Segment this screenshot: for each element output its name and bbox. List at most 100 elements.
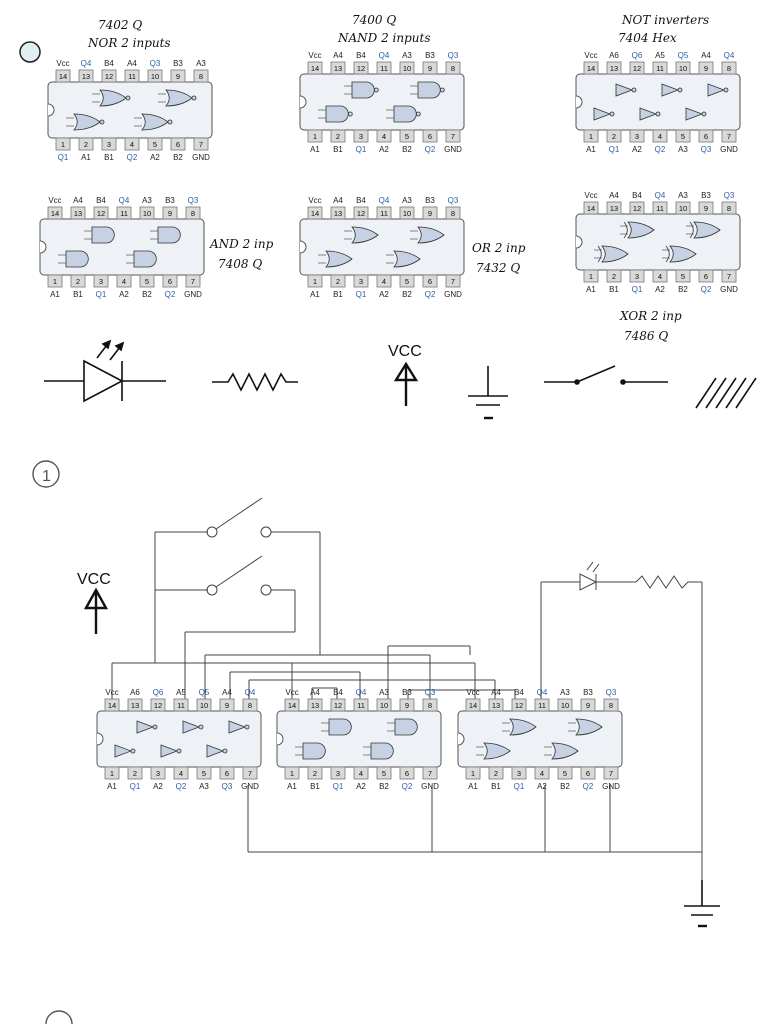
bottom-pin[interactable] xyxy=(78,137,94,151)
top-pin[interactable] xyxy=(422,61,438,75)
bottom-pin[interactable] xyxy=(583,269,599,283)
top-pin[interactable] xyxy=(675,201,691,215)
bottom-pin[interactable] xyxy=(399,274,415,288)
bottom-pin[interactable] xyxy=(488,766,504,780)
top-pin[interactable] xyxy=(376,206,392,220)
top-pin[interactable] xyxy=(399,61,415,75)
bottom-pin[interactable] xyxy=(150,766,166,780)
bottom-pin[interactable] xyxy=(353,274,369,288)
bottom-pin[interactable] xyxy=(242,766,258,780)
bottom-pin[interactable] xyxy=(445,274,461,288)
bottom-pin[interactable] xyxy=(557,766,573,780)
top-pin[interactable] xyxy=(675,61,691,75)
top-pin[interactable] xyxy=(162,206,178,220)
top-pin[interactable] xyxy=(330,206,346,220)
bottom-pin[interactable] xyxy=(603,766,619,780)
bottom-pin[interactable] xyxy=(422,129,438,143)
top-pin[interactable] xyxy=(399,698,415,712)
bottom-pin[interactable] xyxy=(307,766,323,780)
top-pin[interactable] xyxy=(721,201,737,215)
top-pin[interactable] xyxy=(353,698,369,712)
bottom-pin[interactable] xyxy=(721,129,737,143)
bottom-pin[interactable] xyxy=(104,766,120,780)
bottom-pin[interactable] xyxy=(675,269,691,283)
bottom-pin[interactable] xyxy=(652,269,668,283)
top-pin[interactable] xyxy=(47,206,63,220)
bottom-pin[interactable] xyxy=(583,129,599,143)
bottom-pin[interactable] xyxy=(376,129,392,143)
bottom-pin[interactable] xyxy=(185,274,201,288)
top-pin[interactable] xyxy=(376,698,392,712)
bottom-pin[interactable] xyxy=(284,766,300,780)
bottom-pin[interactable] xyxy=(147,137,163,151)
top-pin[interactable] xyxy=(124,69,140,83)
bottom-pin[interactable] xyxy=(196,766,212,780)
bottom-pin[interactable] xyxy=(330,129,346,143)
selector-circle[interactable] xyxy=(19,41,41,63)
bottom-pin[interactable] xyxy=(330,274,346,288)
top-pin[interactable] xyxy=(185,206,201,220)
top-pin[interactable] xyxy=(606,201,622,215)
top-pin[interactable] xyxy=(307,61,323,75)
top-pin[interactable] xyxy=(422,698,438,712)
top-pin[interactable] xyxy=(150,698,166,712)
top-pin[interactable] xyxy=(652,201,668,215)
bottom-pin[interactable] xyxy=(698,129,714,143)
bottom-pin[interactable] xyxy=(534,766,550,780)
bottom-pin[interactable] xyxy=(399,129,415,143)
bottom-pin[interactable] xyxy=(698,269,714,283)
bottom-pin[interactable] xyxy=(445,129,461,143)
bottom-pin[interactable] xyxy=(93,274,109,288)
top-pin[interactable] xyxy=(606,61,622,75)
bottom-pin[interactable] xyxy=(606,269,622,283)
top-pin[interactable] xyxy=(445,61,461,75)
top-pin[interactable] xyxy=(284,698,300,712)
bottom-pin[interactable] xyxy=(70,274,86,288)
top-pin[interactable] xyxy=(698,201,714,215)
bottom-pin[interactable] xyxy=(127,766,143,780)
top-pin[interactable] xyxy=(101,69,117,83)
top-pin[interactable] xyxy=(78,69,94,83)
top-pin[interactable] xyxy=(330,698,346,712)
bottom-pin[interactable] xyxy=(219,766,235,780)
top-pin[interactable] xyxy=(196,698,212,712)
top-pin[interactable] xyxy=(127,698,143,712)
bottom-pin[interactable] xyxy=(422,766,438,780)
bottom-pin[interactable] xyxy=(376,274,392,288)
bottom-pin[interactable] xyxy=(116,274,132,288)
top-pin[interactable] xyxy=(116,206,132,220)
top-pin[interactable] xyxy=(376,61,392,75)
top-pin[interactable] xyxy=(147,69,163,83)
bottom-pin[interactable] xyxy=(629,269,645,283)
top-pin[interactable] xyxy=(488,698,504,712)
top-pin[interactable] xyxy=(173,698,189,712)
top-pin[interactable] xyxy=(511,698,527,712)
top-pin[interactable] xyxy=(603,698,619,712)
top-pin[interactable] xyxy=(583,61,599,75)
bottom-pin[interactable] xyxy=(124,137,140,151)
top-pin[interactable] xyxy=(104,698,120,712)
top-pin[interactable] xyxy=(139,206,155,220)
bottom-pin[interactable] xyxy=(170,137,186,151)
top-pin[interactable] xyxy=(534,698,550,712)
bottom-pin[interactable] xyxy=(675,129,691,143)
top-pin[interactable] xyxy=(330,61,346,75)
top-pin[interactable] xyxy=(580,698,596,712)
bottom-pin[interactable] xyxy=(162,274,178,288)
top-pin[interactable] xyxy=(193,69,209,83)
bottom-pin[interactable] xyxy=(307,274,323,288)
bottom-pin[interactable] xyxy=(422,274,438,288)
bottom-pin[interactable] xyxy=(652,129,668,143)
bottom-pin[interactable] xyxy=(353,766,369,780)
top-pin[interactable] xyxy=(399,206,415,220)
bottom-pin[interactable] xyxy=(465,766,481,780)
top-pin[interactable] xyxy=(353,61,369,75)
bottom-pin[interactable] xyxy=(353,129,369,143)
bottom-pin[interactable] xyxy=(629,129,645,143)
top-pin[interactable] xyxy=(55,69,71,83)
bottom-pin[interactable] xyxy=(511,766,527,780)
bottom-pin[interactable] xyxy=(139,274,155,288)
bottom-pin[interactable] xyxy=(376,766,392,780)
bottom-pin[interactable] xyxy=(330,766,346,780)
top-pin[interactable] xyxy=(242,698,258,712)
